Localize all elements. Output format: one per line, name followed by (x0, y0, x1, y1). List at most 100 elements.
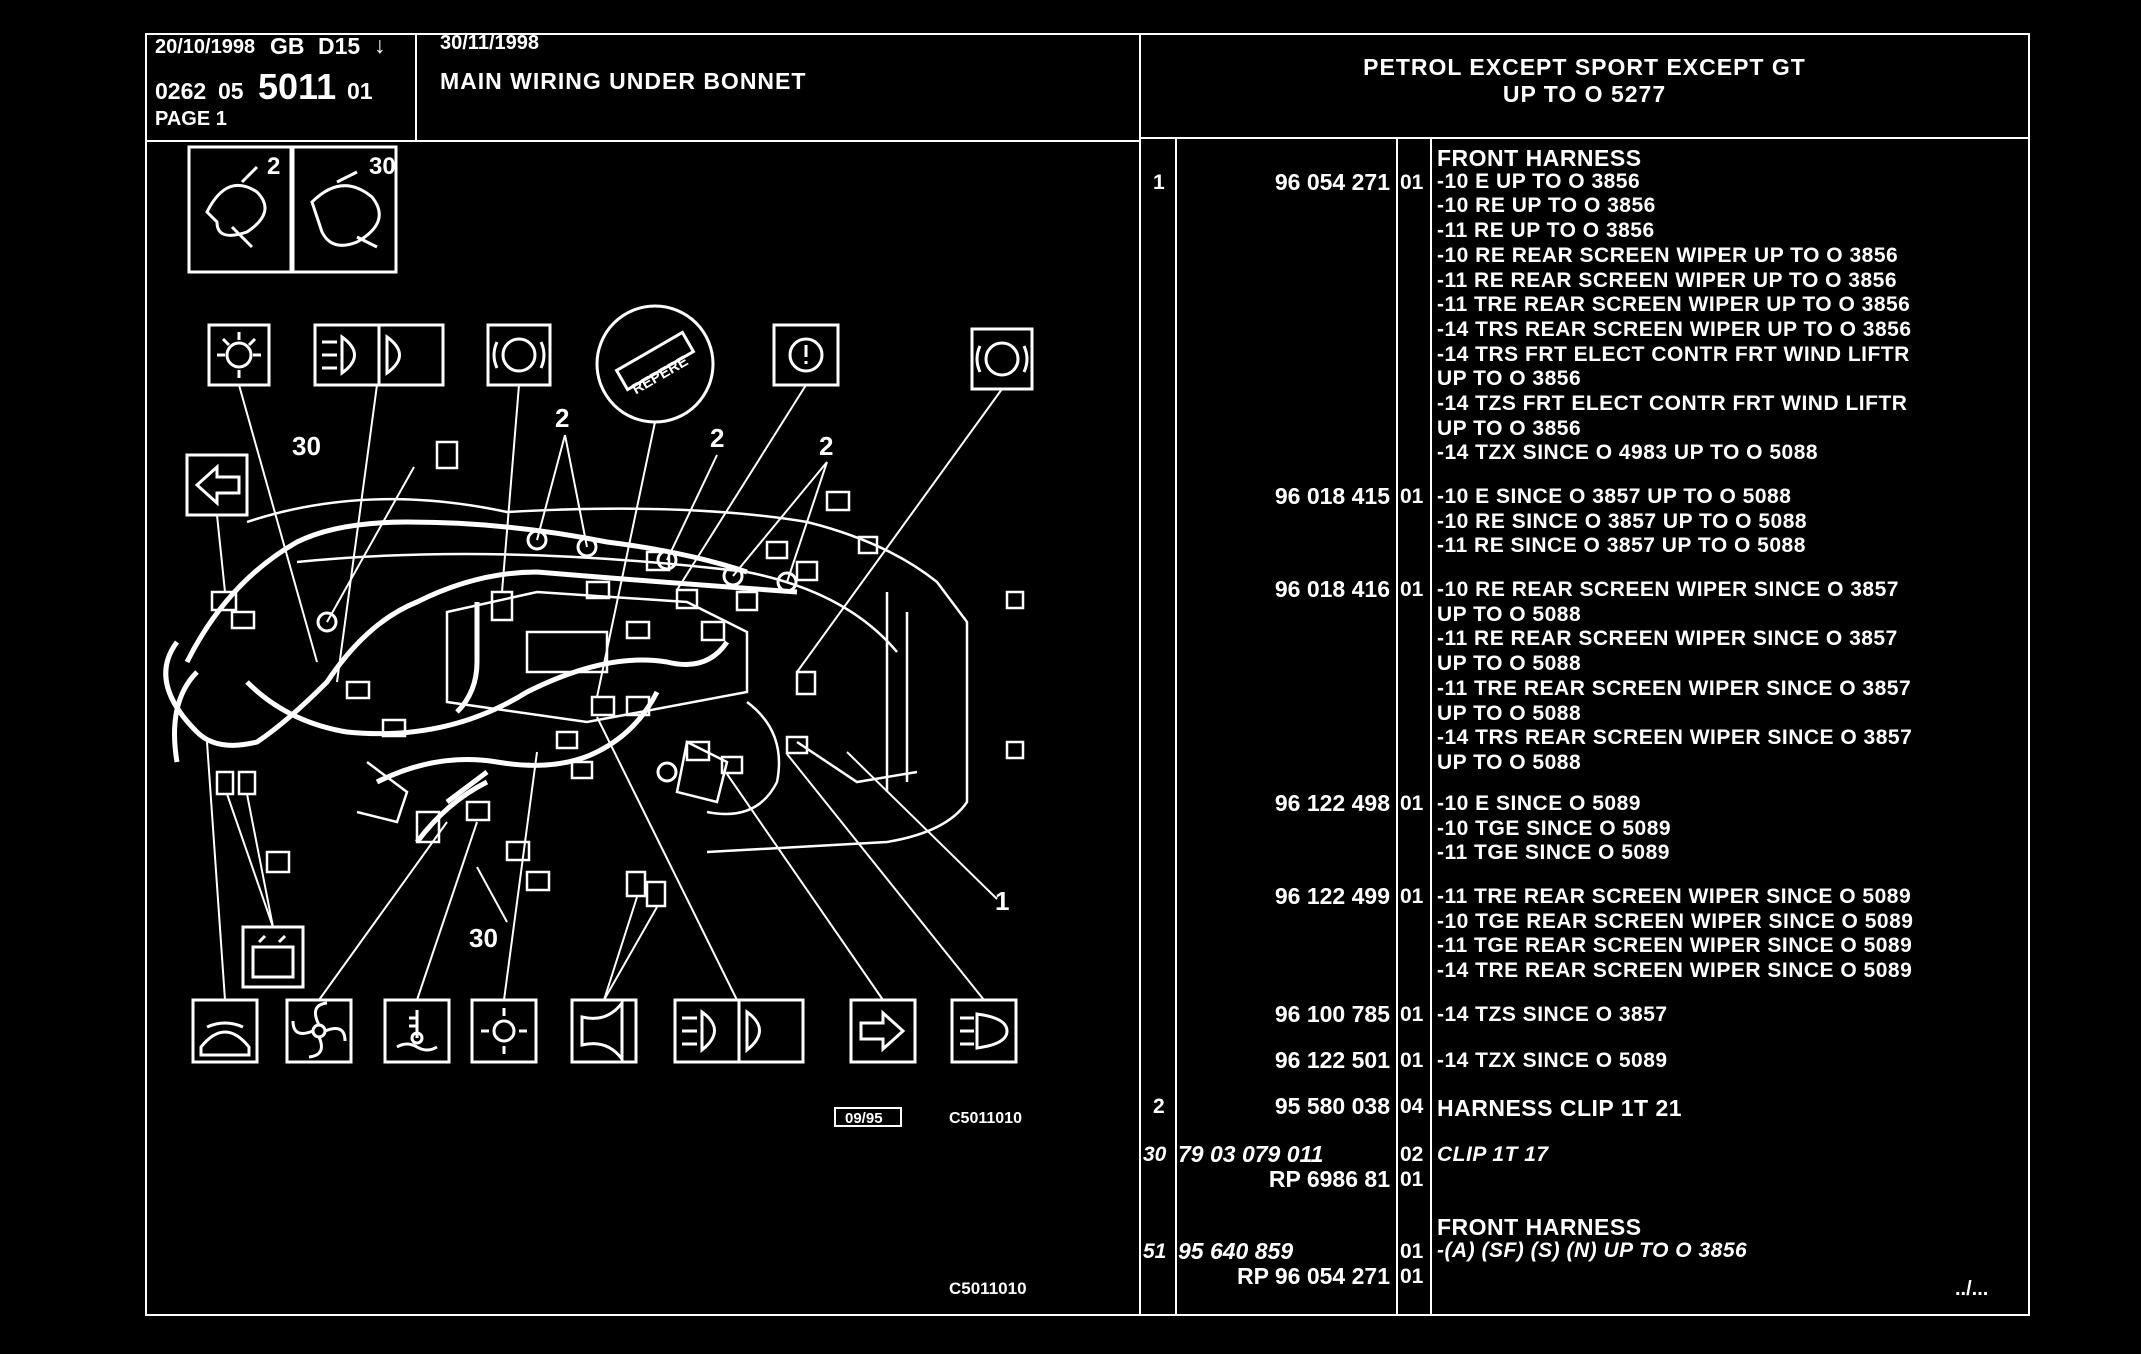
part-qty: 01 (1400, 1265, 1424, 1288)
ref-suffix: 01 (347, 78, 373, 104)
part-description-line: HARNESS CLIP 1T 21 (1437, 1095, 1683, 1121)
part-description-line: -11 RE SINCE O 3857 UP TO O 5088 (1437, 534, 1806, 558)
code-d15: D15 (318, 33, 361, 59)
indicator-left-icon (185, 453, 249, 517)
ref-prefix: 0262 (155, 78, 207, 104)
part-description-line: -14 TRS REAR SCREEN WIPER UP TO O 3856 (1437, 317, 1912, 341)
part-description-line: -10 RE SINCE O 3857 UP TO O 5088 (1437, 509, 1808, 533)
part-description-line: -11 TRE REAR SCREEN WIPER UP TO O 3856 (1437, 293, 1911, 317)
part-description-line: -10 E UP TO O 3856 (1437, 169, 1641, 193)
part-description-line: -11 RE REAR SCREEN WIPER UP TO O 3856 (1437, 268, 1898, 292)
clip-illustrations (187, 145, 398, 274)
part-description-line: -11 TGE REAR SCREEN WIPER SINCE O 5089 (1437, 934, 1913, 958)
indicator-right-icon (849, 998, 917, 1064)
part-number: 96 122 499 (1274, 883, 1390, 909)
part-qty: 01 (1400, 792, 1424, 815)
part-description-line: UP TO O 5088 (1437, 701, 1582, 725)
part-description-line: -10 RE UP TO O 3856 (1437, 194, 1656, 218)
callout-1: 1 (995, 886, 1009, 916)
divider-header-left-bottom (147, 140, 1139, 142)
repere-icon (595, 304, 715, 424)
page-label: PAGE 1 (155, 108, 227, 130)
divider-main (1139, 35, 1141, 1315)
part-qty: 01 (1400, 1168, 1424, 1191)
part-description-line: -11 RE REAR SCREEN WIPER SINCE O 3857 (1437, 627, 1898, 651)
part-description-line: UP TO O 5088 (1437, 750, 1582, 774)
part-description-line: -10 RE REAR SCREEN WIPER UP TO O 3856 (1437, 243, 1899, 267)
application-line1: PETROL EXCEPT SPORT EXCEPT GT (1363, 54, 1806, 80)
windscreen-icon (191, 998, 259, 1064)
part-description-line: -10 E SINCE O 3857 UP TO O 5088 (1437, 485, 1792, 508)
part-ref: 2 (1153, 1095, 1165, 1118)
fog-lamp-icon (950, 998, 1018, 1064)
part-description-line: UP TO O 5088 (1437, 652, 1582, 676)
part-description-line: -14 TZS FRT ELECT CONTR FRT WIND LIFTR (1437, 392, 1908, 415)
part-qty: 01 (1400, 578, 1424, 601)
brake-warning-icon (486, 323, 552, 387)
part-qty: 01 (1400, 1240, 1424, 1263)
brake-fault-icon (772, 323, 840, 387)
callout-30-bottom: 30 (469, 923, 498, 953)
part-description-line: UP TO O 3856 (1437, 416, 1582, 440)
callout-2-top: 2 (555, 403, 569, 433)
harness-clips (316, 529, 798, 783)
part-number: 96 054 271 (1274, 169, 1390, 195)
drawing-frame (145, 33, 2030, 1316)
headlamp-pair-icon (673, 998, 805, 1064)
callout-2-mid: 2 (710, 423, 724, 453)
part-description-line: -14 TRS REAR SCREEN WIPER SINCE O 3857 (1437, 726, 1913, 750)
part-description-line: UP TO O 5088 (1437, 602, 1582, 626)
part-description-line: UP TO O 3856 (1437, 367, 1582, 391)
part-description-line: -14 TZX SINCE O 4983 UP TO O 5088 (1437, 441, 1819, 465)
headlamp-icon (313, 323, 445, 387)
interior-light-icon (207, 323, 271, 387)
part-number: 96 018 415 (1274, 483, 1390, 509)
part-number: 79 03 079 011 (1178, 1141, 1324, 1167)
brake-pad-icon (970, 327, 1034, 391)
part-description-line: CLIP 1T 17 (1437, 1143, 1549, 1166)
footer-code: C5011010 (949, 1279, 1027, 1298)
part-description-line: -14 TRS FRT ELECT CONTR FRT WIND LIFTR (1437, 342, 1910, 366)
clip-label-30: 30 (369, 153, 396, 180)
part-ref: 51 (1143, 1240, 1167, 1263)
part-description-line: -11 TRE REAR SCREEN WIPER SINCE O 5089 (1437, 885, 1912, 908)
part-number: 96 122 501 (1274, 1047, 1390, 1073)
down-arrow: ↓ (374, 32, 386, 58)
part-number: 96 100 785 (1274, 1001, 1390, 1027)
part-description-line: FRONT HARNESS (1437, 145, 1642, 171)
part-ref: 1 (1153, 171, 1165, 194)
part-number: 96 018 416 (1274, 576, 1390, 602)
code-gb: GB (270, 33, 305, 59)
col-ref-divider (1175, 137, 1177, 1315)
ref-mid: 05 (218, 78, 244, 104)
part-qty: 04 (1400, 1095, 1424, 1118)
wiring-diagram: 2 30 REPERE (163, 145, 1034, 1298)
part-number: 95 640 859 (1178, 1238, 1294, 1264)
stamp-box (834, 1107, 902, 1127)
part-description-line: -10 E SINCE O 5089 (1437, 792, 1641, 815)
part-description-line: -11 TRE REAR SCREEN WIPER SINCE O 3857 (1437, 676, 1912, 700)
coolant-temp-icon (383, 998, 451, 1064)
part-description-line: -10 TGE SINCE O 5089 (1437, 816, 1672, 840)
part-description-line: -(A) (SF) (S) (N) UP TO O 3856 (1437, 1238, 1748, 1262)
part-number: 96 122 498 (1274, 790, 1390, 816)
part-number: RP 6986 81 (1268, 1166, 1390, 1192)
connectors (210, 440, 1025, 908)
clip-label-2: 2 (267, 153, 280, 180)
part-description-line: -14 TZS SINCE O 3857 (1437, 1003, 1668, 1026)
stamp-date: 09/95 (845, 1110, 883, 1127)
part-description-line: FRONT HARNESS (1437, 1214, 1642, 1240)
part-description-line: -14 TRE REAR SCREEN WIPER SINCE O 5089 (1437, 959, 1913, 983)
page-title: MAIN WIRING UNDER BONNET (440, 68, 807, 94)
ref-main: 5011 (258, 66, 337, 107)
part-qty: 01 (1400, 485, 1424, 508)
part-description-line: -10 RE REAR SCREEN WIPER SINCE O 3857 (1437, 578, 1899, 601)
part-description-line: -11 TGE SINCE O 5089 (1437, 841, 1670, 865)
divider-header-left (415, 35, 417, 140)
part-qty: 01 (1400, 1003, 1424, 1026)
diagram-code: C5011010 (949, 1110, 1022, 1127)
callout-30-left: 30 (292, 431, 321, 461)
part-qty: 01 (1400, 885, 1424, 908)
fan-icon (285, 998, 353, 1064)
divider-header-right-bottom (1141, 137, 2028, 139)
